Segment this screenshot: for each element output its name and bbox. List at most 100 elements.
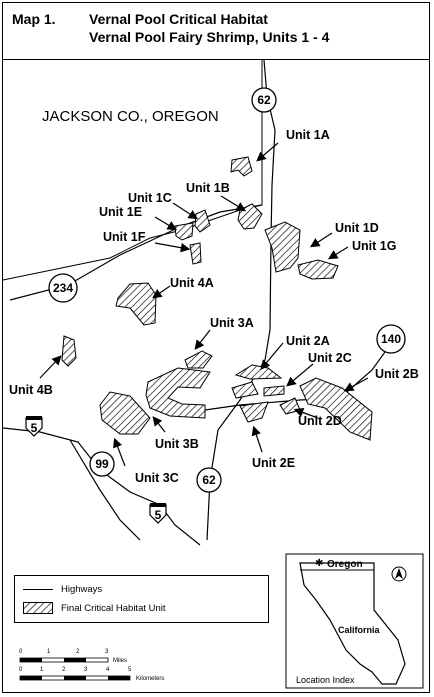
shield-234: 234	[48, 273, 78, 303]
unit-1g-area	[297, 259, 339, 280]
arrow-2b	[343, 377, 369, 392]
scale-bars: 0 1 2 3 Miles 0 1 2 3 4 5 Kilometers	[19, 649, 164, 682]
scale-mi-1: 1	[47, 649, 51, 655]
map-title: Vernal Pool Critical Habitat	[89, 11, 268, 27]
legend-habitat-label: Final Critical Habitat Unit	[61, 602, 166, 614]
arrow-3b	[152, 416, 166, 433]
legend-habitat-row: Final Critical Habitat Unit	[23, 602, 166, 614]
unit-2b-area	[299, 377, 373, 441]
map-legend: Highways Final Critical Habitat Unit	[14, 575, 269, 623]
label-arrows	[39, 142, 369, 467]
inset-california-label: California	[338, 625, 381, 635]
unit-1a-area	[230, 156, 253, 177]
arrow-1c	[172, 202, 199, 220]
scale-km-4: 4	[106, 667, 110, 673]
svg-text:5: 5	[31, 421, 38, 435]
unit-3a-area	[184, 350, 213, 369]
label-unit-3b: Unit 3B	[155, 437, 199, 451]
label-unit-2e: Unit 2E	[252, 456, 295, 470]
svg-text:234: 234	[53, 281, 73, 295]
shield-5-west: 5	[25, 416, 43, 437]
label-unit-2c: Unit 2C	[308, 351, 352, 365]
label-unit-2d: Unit 2D	[298, 414, 342, 428]
unit-3c-area	[99, 391, 151, 435]
unit-1b-area	[237, 203, 263, 230]
arrow-3a	[194, 329, 211, 350]
label-unit-4a: Unit 4A	[170, 276, 214, 290]
unit-1f-area	[189, 242, 202, 265]
scale-mi-2: 2	[76, 649, 80, 655]
arrow-1e	[154, 216, 178, 231]
label-unit-1c: Unit 1C	[128, 191, 172, 205]
arrow-2c	[286, 363, 314, 387]
hatch-swatch-icon	[23, 602, 53, 614]
map-number: Map 1.	[12, 11, 56, 27]
unit-4b-area	[61, 335, 77, 367]
shield-62-north: 62	[251, 87, 277, 113]
svg-text:99: 99	[95, 457, 109, 471]
svg-text:5: 5	[155, 508, 162, 522]
county-label: JACKSON CO., OREGON	[42, 108, 219, 125]
arrow-4a	[152, 285, 171, 299]
legend-highways-row: Highways	[23, 584, 102, 595]
label-unit-3c: Unit 3C	[135, 471, 179, 485]
label-unit-1d: Unit 1D	[335, 221, 379, 235]
arrow-1d	[309, 232, 333, 248]
unit-2a-area	[234, 364, 283, 380]
habitat-units	[61, 156, 373, 441]
shield-5-south: 5	[149, 503, 167, 524]
unit-4a-area	[115, 282, 157, 326]
highway-5	[2, 427, 201, 546]
title-bar: Map 1. Vernal Pool Critical Habitat Vern…	[2, 2, 430, 60]
arrow-2a	[260, 342, 284, 370]
shield-140: 140	[376, 324, 406, 354]
unit-shared-area	[231, 381, 259, 399]
svg-text:140: 140	[381, 332, 401, 346]
unit-1d-area	[264, 221, 301, 273]
inset-location-label: Location Index	[296, 675, 355, 685]
scale-km-1: 1	[40, 667, 44, 673]
label-unit-1b: Unit 1B	[186, 181, 230, 195]
label-unit-3a: Unit 3A	[210, 316, 254, 330]
unit-1c-area	[194, 209, 211, 233]
scale-mi-3: 3	[105, 649, 109, 655]
scale-km-0: 0	[19, 667, 23, 673]
label-unit-1a: Unit 1A	[286, 128, 330, 142]
scale-miles-label: Miles	[113, 658, 127, 664]
highway-62-north	[206, 59, 276, 541]
unit-3b-area	[145, 367, 211, 419]
highway-line-icon	[23, 589, 53, 590]
label-unit-1f: Unit 1F	[103, 230, 146, 244]
scale-km-label: Kilometers	[136, 676, 164, 682]
arrow-1g	[327, 246, 349, 260]
arrow-2e	[251, 425, 263, 453]
highway-shields: 62 234 140 5 99 62 5	[25, 87, 406, 524]
inset-map: ✱ Oregon California Location Index	[285, 553, 424, 689]
label-unit-2b: Unit 2B	[375, 367, 419, 381]
scale-km-3: 3	[84, 667, 88, 673]
scale-km-2: 2	[62, 667, 66, 673]
arrow-1b	[220, 195, 247, 212]
svg-text:62: 62	[257, 93, 271, 107]
label-unit-1g: Unit 1G	[352, 239, 396, 253]
map-subtitle: Vernal Pool Fairy Shrimp, Units 1 - 4	[89, 29, 330, 45]
arrow-2d	[293, 407, 319, 419]
highway-99	[69, 439, 141, 541]
north-arrow-icon	[391, 566, 407, 582]
arrow-3c	[113, 437, 126, 467]
label-unit-2a: Unit 2A	[286, 334, 330, 348]
legend-highways-label: Highways	[61, 584, 103, 595]
county-boundary	[2, 60, 263, 281]
shield-62-south: 62	[196, 467, 222, 493]
shield-99: 99	[89, 451, 115, 477]
label-unit-1e: Unit 1E	[99, 205, 142, 219]
scale-mi-0: 0	[19, 649, 23, 655]
california-outline	[299, 562, 406, 685]
unit-1e-area	[174, 222, 194, 241]
scale-km-5: 5	[128, 667, 132, 673]
star-icon: ✱	[315, 558, 323, 569]
unit-2c-area	[263, 385, 285, 397]
map-frame	[2, 2, 430, 693]
inset-oregon-label: Oregon	[327, 559, 363, 570]
